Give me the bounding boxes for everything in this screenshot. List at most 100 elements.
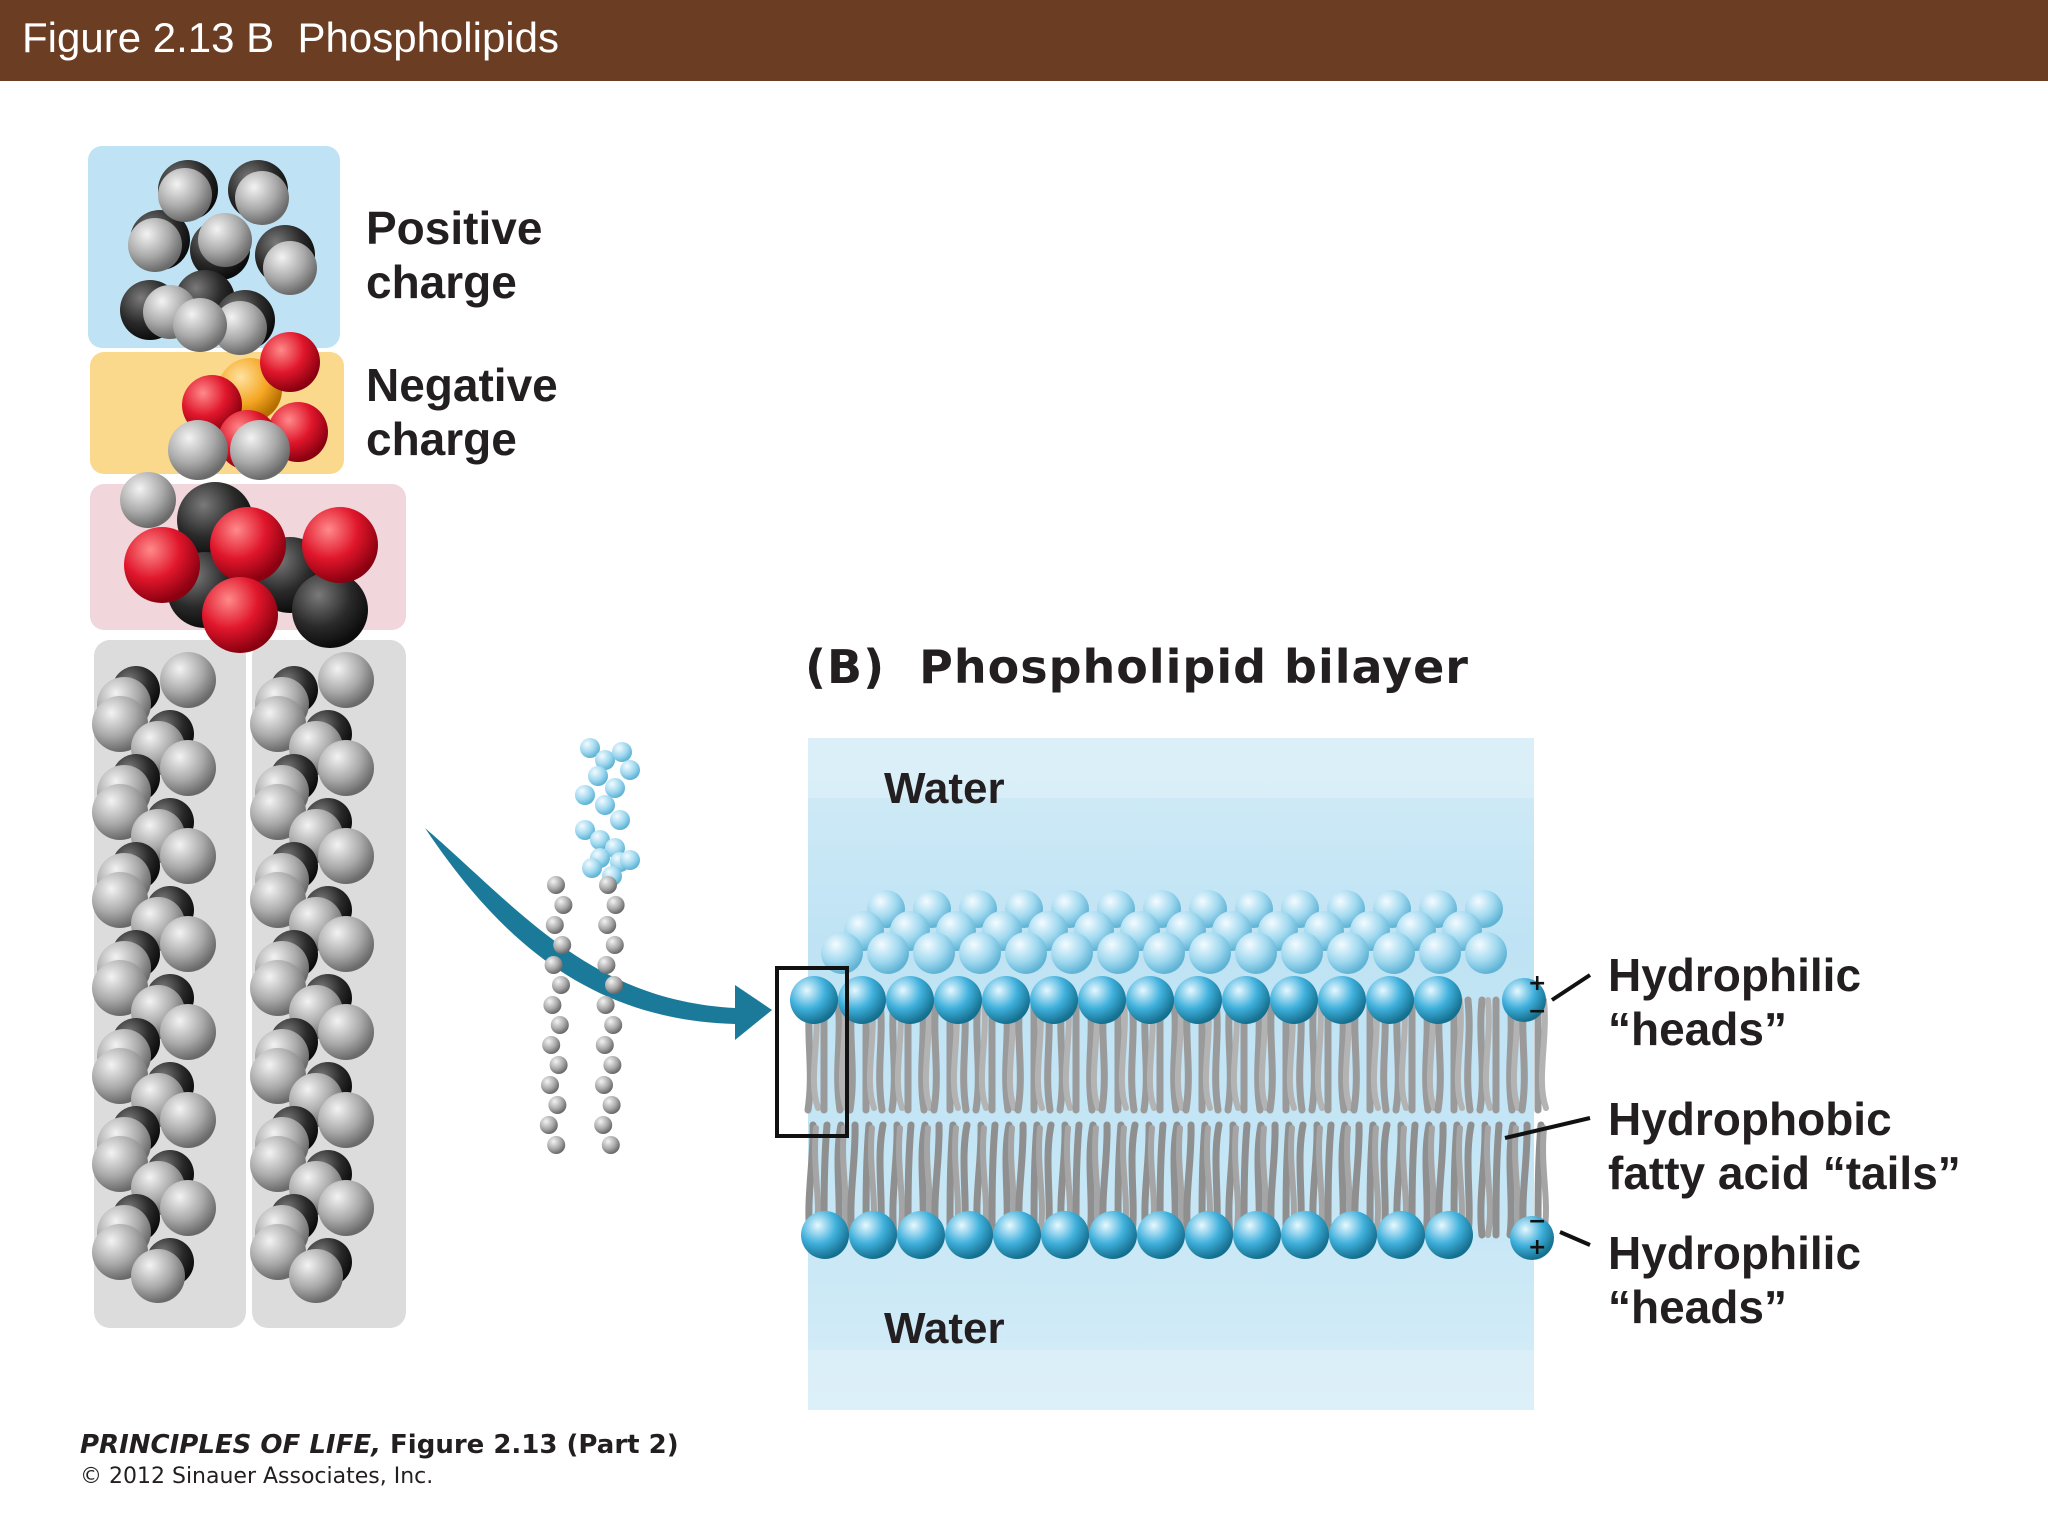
head-sphere	[1414, 976, 1462, 1024]
panel-title: (B) Phospholipid bilayer	[805, 640, 1469, 694]
head-sphere-back	[1373, 932, 1415, 974]
head-sphere	[982, 976, 1030, 1024]
small-tail-atom	[602, 1096, 621, 1114]
small-phospholipid	[425, 738, 772, 1154]
head-sphere-back	[1051, 932, 1093, 974]
svg-text:−: −	[1528, 999, 1546, 1024]
hydrogen-atom	[120, 472, 176, 528]
hydrogen-atom	[318, 1180, 374, 1236]
head-sphere	[993, 1211, 1041, 1259]
head-sphere	[1318, 976, 1366, 1024]
head-sphere	[838, 976, 886, 1024]
head-sphere	[1137, 1211, 1185, 1259]
head-sphere	[1089, 1211, 1137, 1259]
small-tail-atom	[552, 976, 570, 994]
tail-line	[1232, 1125, 1241, 1238]
small-head-atom	[620, 760, 640, 780]
oxygen-atom	[302, 507, 378, 583]
water-label-bottom: Water	[884, 1304, 1005, 1353]
credit-figure: Figure 2.13 (Part 2)	[380, 1430, 679, 1460]
small-tail-atom	[539, 1116, 558, 1134]
hydrogen-atom	[160, 652, 216, 708]
head-sphere-back	[1189, 932, 1231, 974]
small-tail-atom	[544, 956, 563, 974]
heads-top-line1: Hydrophilic	[1608, 949, 1862, 1001]
hydrogen-atom	[168, 420, 228, 480]
head-sphere-back	[1327, 932, 1369, 974]
svg-text:−: −	[1528, 1209, 1546, 1234]
tail-line	[896, 1125, 905, 1238]
head-sphere-back	[821, 932, 863, 974]
carbon-atom	[292, 572, 368, 648]
small-tail-atom	[553, 936, 572, 954]
hydrogen-atom	[131, 1249, 185, 1303]
head-sphere	[1425, 1211, 1473, 1259]
leader-tails	[1504, 1116, 1591, 1140]
small-head-atom	[595, 795, 615, 815]
hydrophilic-heads-bottom-label: Hydrophilic “heads”	[1608, 1226, 1861, 1334]
hydrophilic-heads-top-label: Hydrophilic “heads”	[1608, 948, 1861, 1056]
small-tail-atom	[548, 1096, 567, 1114]
tail-line	[1454, 997, 1465, 1111]
hydrogen-atom	[318, 828, 374, 884]
head-sphere	[1041, 1211, 1089, 1259]
head-sphere	[801, 1211, 849, 1259]
tail-line	[876, 996, 886, 1114]
tail-line	[1422, 1121, 1433, 1239]
hydrogen-atom	[160, 1092, 216, 1148]
head-sphere	[1329, 1211, 1377, 1259]
highlight-box	[775, 966, 849, 1138]
hydrogen-atom	[160, 1004, 216, 1060]
head-sphere	[1510, 1216, 1554, 1260]
head-sphere	[1366, 976, 1414, 1024]
tail-line	[1176, 1125, 1185, 1238]
tails-line1: Hydrophobic	[1608, 1093, 1892, 1145]
head-sphere	[1030, 976, 1078, 1024]
small-tail-atom	[542, 1036, 561, 1054]
head-sphere	[1222, 976, 1270, 1024]
tail-line	[1324, 1121, 1335, 1239]
small-tail-atom	[549, 1056, 568, 1074]
charge-bottom: − +	[1528, 1209, 1546, 1260]
positive-label-line2: charge	[366, 256, 517, 308]
leader-heads-bottom	[1559, 1230, 1591, 1247]
head-sphere-back	[867, 932, 909, 974]
hydrogen-atom	[160, 916, 216, 972]
hydrogen-atom	[318, 652, 374, 708]
head-sphere-back	[959, 932, 1001, 974]
head-sphere	[897, 1211, 945, 1259]
small-head-atom	[610, 810, 630, 830]
slide-title: Figure 2.13 B Phospholipids	[22, 14, 559, 61]
figure-credit: PRINCIPLES OF LIFE, Figure 2.13 (Part 2)…	[80, 1430, 679, 1489]
tail-line	[1482, 997, 1493, 1111]
tail-line	[930, 996, 940, 1114]
head-sphere	[1174, 976, 1222, 1024]
small-tail-atom	[595, 1076, 613, 1094]
hydrogen-atom	[160, 740, 216, 796]
small-tail-atom	[598, 916, 617, 934]
head-sphere	[849, 1211, 897, 1259]
head-sphere-back	[1097, 932, 1139, 974]
small-head-atom	[605, 778, 625, 798]
tail-line	[1512, 1125, 1521, 1238]
tail-line	[834, 996, 844, 1114]
head-sphere	[1270, 976, 1318, 1024]
hydrogen-atom	[235, 171, 289, 225]
small-tail-atom	[550, 1016, 569, 1034]
tail-line	[988, 1121, 999, 1239]
hydrogen-atom	[158, 168, 212, 222]
head-sphere-back	[1143, 932, 1185, 974]
hydrogen-atom	[160, 1180, 216, 1236]
small-tail-atom	[604, 1016, 623, 1034]
head-sphere-back	[1465, 932, 1507, 974]
head-sphere-back	[913, 932, 955, 974]
svg-text:+: +	[1528, 971, 1546, 996]
small-tail-atom	[601, 1136, 620, 1154]
tail-line	[847, 1121, 859, 1239]
hydrogen-atom	[318, 1004, 374, 1060]
tail-line	[840, 1125, 849, 1238]
head-sphere	[1233, 1211, 1281, 1259]
hydrogen-atom	[318, 916, 374, 972]
tail-line	[972, 996, 982, 1114]
